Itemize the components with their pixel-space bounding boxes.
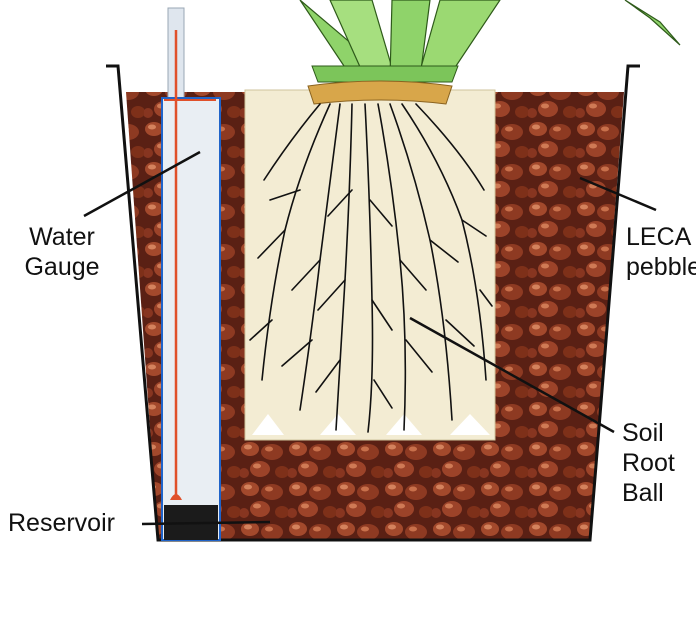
plant-leaves (299, 0, 681, 83)
soil-root-ball (244, 80, 496, 441)
soil-root-ball-label-line2: Root (622, 449, 675, 477)
reservoir-label: Reservoir (8, 509, 115, 537)
soil-root-ball-label: Soil Root Ball (622, 418, 696, 508)
roots (249, 103, 493, 433)
leca-pebbles-label-line1: LECA (626, 223, 692, 251)
leca-pebbles-label: LECA pebbles (626, 222, 696, 282)
water-gauge-label-line1: Water (29, 223, 95, 251)
water-gauge-label-line2: Gauge (24, 253, 100, 281)
water-gauge (161, 7, 221, 541)
leca-pebbles-label-line2: pebbles (626, 253, 696, 281)
soil-root-ball-label-line3: Ball (622, 479, 664, 507)
water-gauge-label: Water Gauge (20, 222, 104, 282)
soil-root-ball-label-line1: Soil (622, 419, 664, 447)
leader-lines (83, 150, 657, 526)
